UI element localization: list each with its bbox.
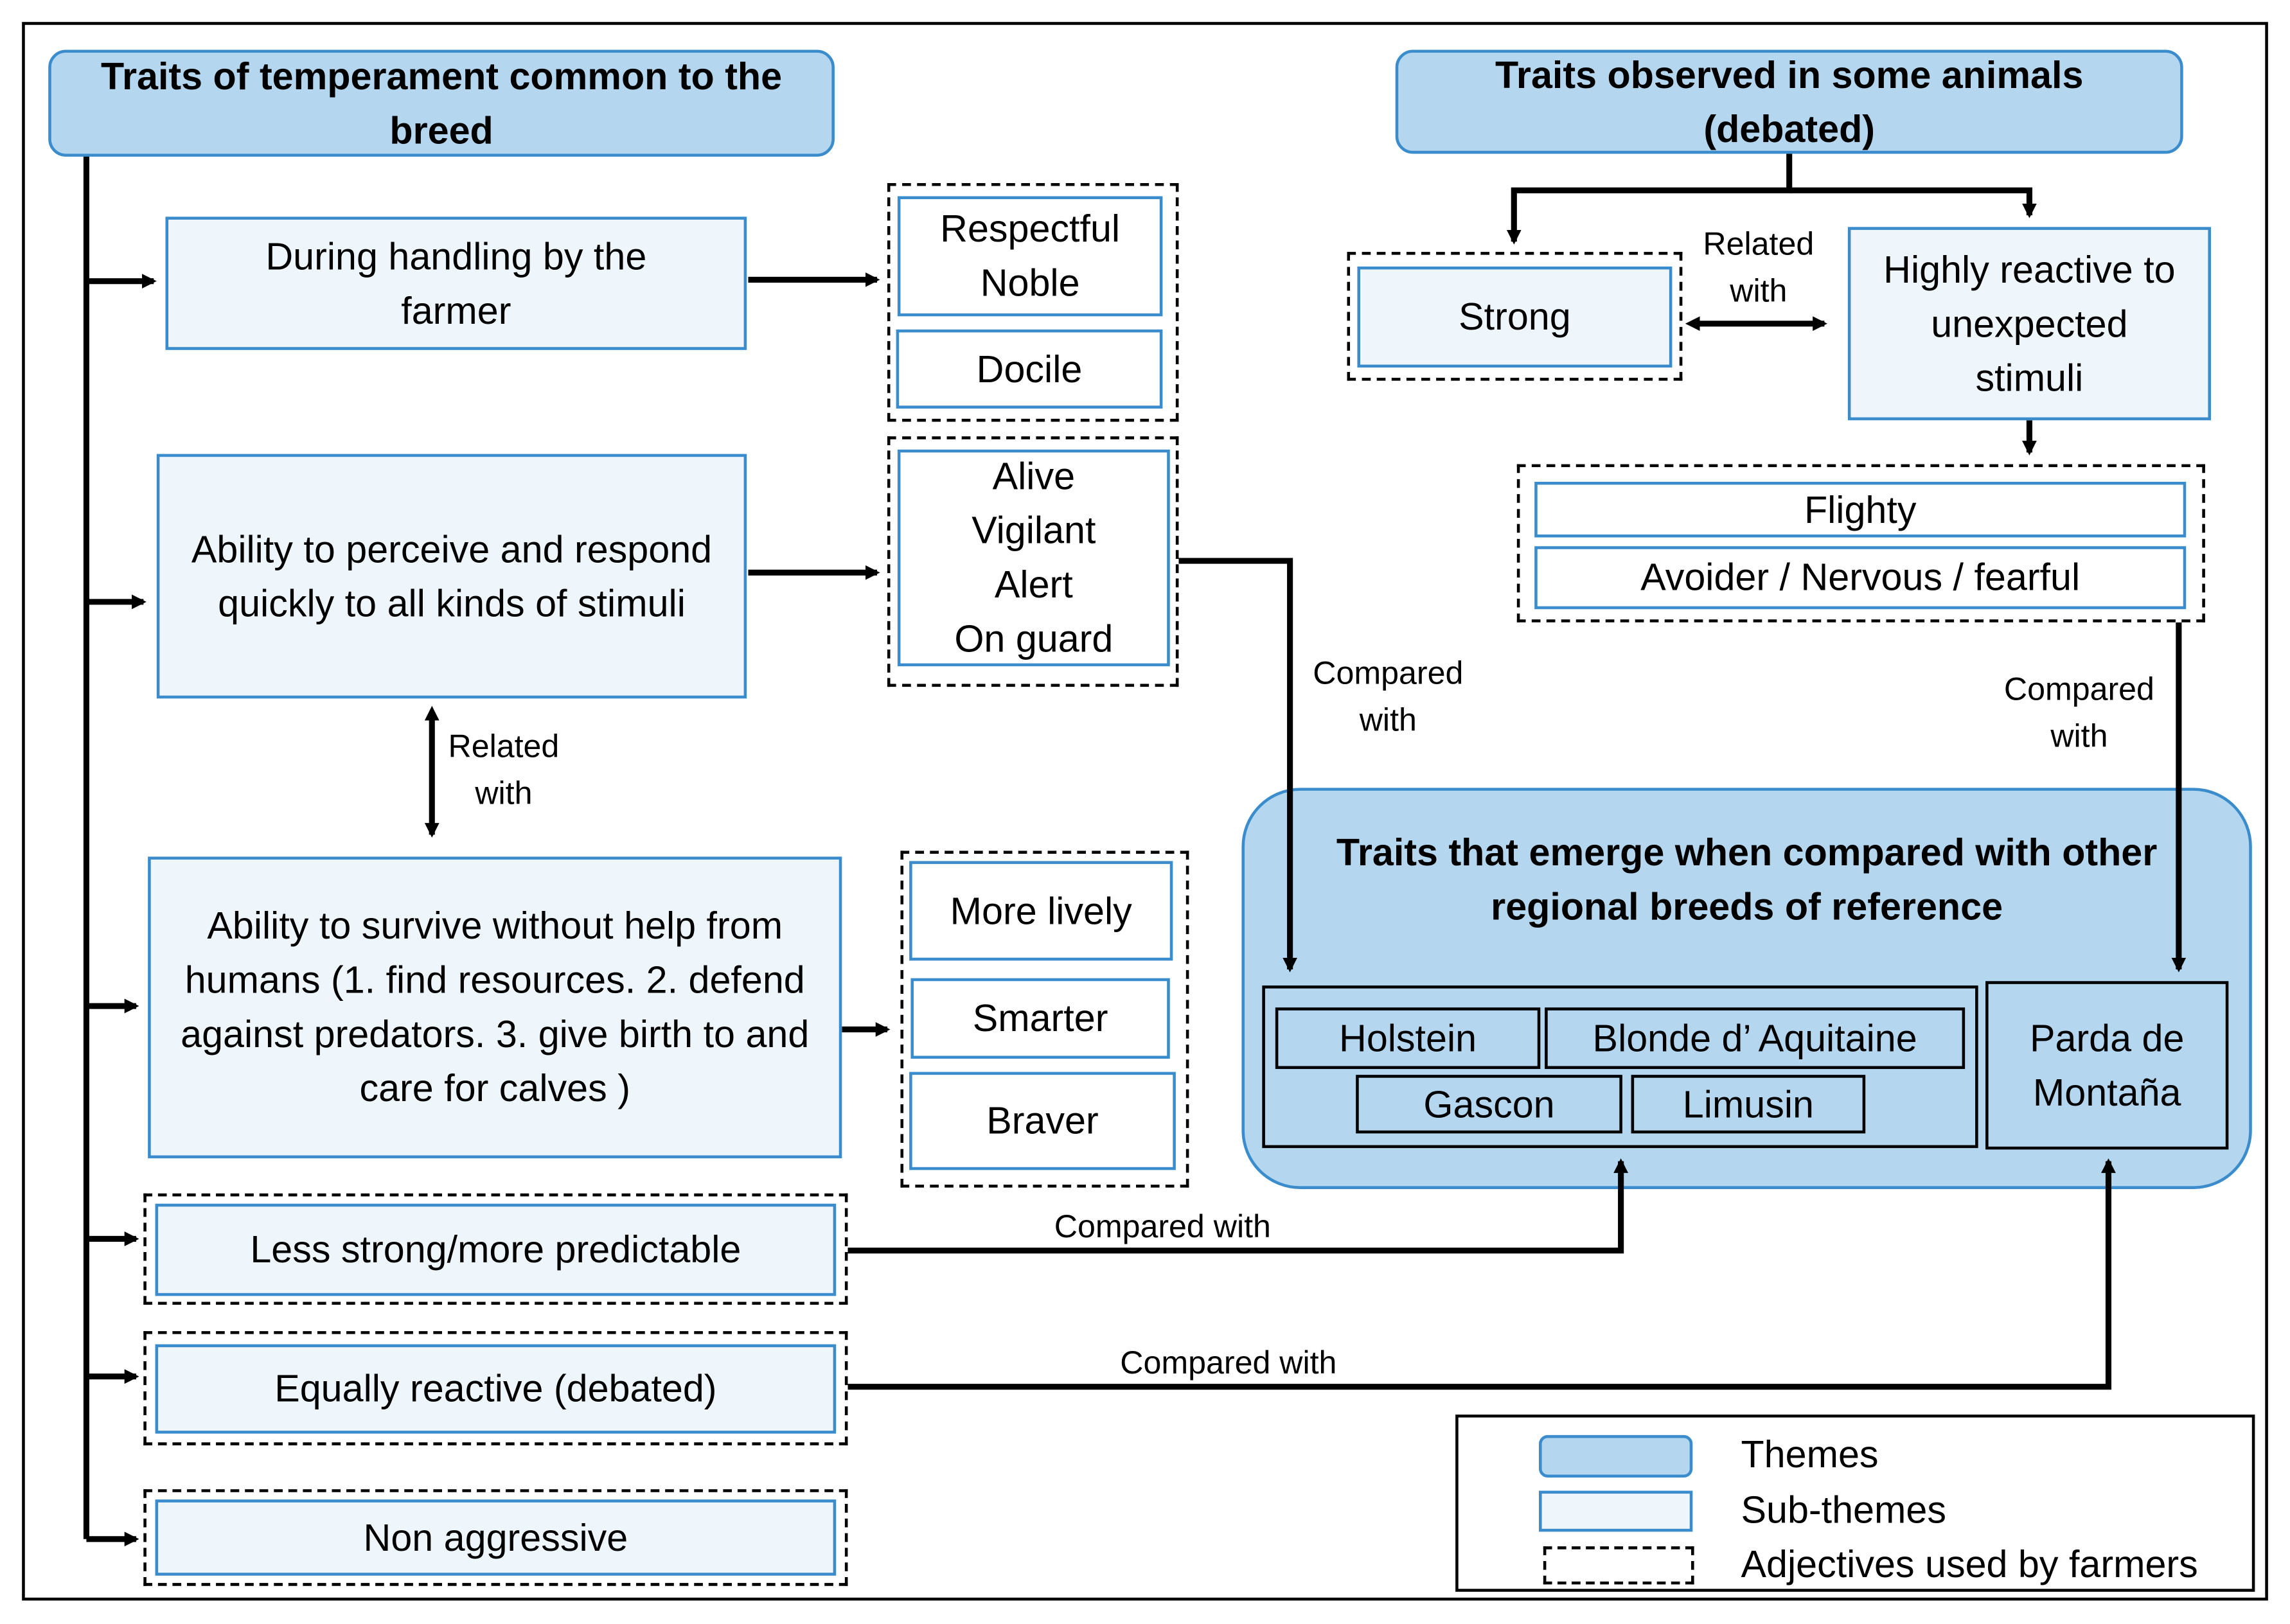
handling-sub-theme: During handling by the farmer [165, 216, 747, 350]
legend-label-themes: Themes [1741, 1432, 1879, 1476]
adjective-smarter: Smarter [910, 978, 1170, 1059]
debated-traits-theme: Traits observed in some animals (debated… [1395, 49, 2183, 154]
survive-sub-theme: Ability to survive without help from hum… [148, 856, 842, 1159]
breed-parda-de-montana: Parda de Montaña [1985, 981, 2229, 1150]
handling-adjectives-group: Respectful Noble Docile [887, 182, 1179, 422]
breed-limusin: Limusin [1631, 1075, 1866, 1134]
compared-with-label-alive: Compared with [1313, 654, 1464, 738]
compared-with-label-equally: Compared with [1120, 1344, 1337, 1381]
legend: Themes Sub-themes Adjectives used by far… [1455, 1414, 2255, 1592]
less-strong-adjective-frame: Less strong/more predictable [143, 1193, 848, 1305]
related-with-label-left: Related with [448, 727, 560, 811]
legend-label-adjectives: Adjectives used by farmers [1741, 1542, 2198, 1586]
legend-swatch-sub-themes [1539, 1490, 1693, 1532]
non-aggressive-sub-theme: Non aggressive [155, 1499, 837, 1576]
adjective-avoider-nervous-fearful: Avoider / Nervous / fearful [1534, 546, 2187, 610]
legend-label-sub-themes: Sub-themes [1741, 1487, 1946, 1532]
breed-holstein: Holstein [1275, 1007, 1541, 1070]
common-traits-theme: Traits of temperament common to the bree… [48, 49, 835, 157]
strong-sub-theme: Strong [1357, 266, 1673, 368]
legend-swatch-adjectives [1543, 1546, 1694, 1585]
adjective-docile: Docile [896, 329, 1163, 409]
adjective-respectful-noble: Respectful Noble [897, 196, 1163, 317]
legend-swatch-themes [1539, 1434, 1693, 1478]
non-aggressive-adjective-frame: Non aggressive [143, 1489, 848, 1586]
related-with-label-right: Related with [1703, 225, 1815, 309]
debated-split-right [1789, 187, 2037, 218]
adjective-braver: Braver [909, 1072, 1176, 1170]
perceive-adjectives-group: Alive Vigilant Alert On guard [887, 436, 1179, 687]
adjective-flighty: Flighty [1534, 481, 2187, 538]
perceive-sub-theme: Ability to perceive and respond quickly … [156, 454, 747, 699]
adjective-alive-vigilant: Alive Vigilant Alert On guard [897, 449, 1170, 667]
highly-reactive-sub-theme: Highly reactive to unexpected stimuli [1847, 227, 2211, 421]
less-strong-sub-theme: Less strong/more predictable [155, 1203, 837, 1296]
breed-gascon: Gascon [1356, 1075, 1622, 1134]
equally-reactive-sub-theme: Equally reactive (debated) [155, 1344, 837, 1434]
compared-with-label-less-strong: Compared with [1054, 1208, 1271, 1245]
strong-adjective-frame: Strong [1347, 252, 1683, 381]
adjective-more-lively: More lively [909, 861, 1173, 961]
arrow-equally-to-parda [848, 1158, 2116, 1390]
compared-with-label-flighty: Compared with [2003, 671, 2154, 754]
compared-theme-title: Traits that emerge when compared with ot… [1336, 830, 2158, 929]
breed-blonde-aquitaine: Blonde d’ Aquitaine [1545, 1007, 1966, 1070]
arrow-less-strong-to-breeds [848, 1158, 1629, 1254]
equally-adjective-frame: Equally reactive (debated) [143, 1331, 848, 1445]
flighty-adjectives-group: Flighty Avoider / Nervous / fearful [1516, 464, 2205, 622]
survive-adjectives-group: More lively Smarter Braver [900, 851, 1189, 1188]
debated-split-left [1506, 154, 1793, 245]
arrow-alive-to-breeds [1178, 558, 1298, 973]
